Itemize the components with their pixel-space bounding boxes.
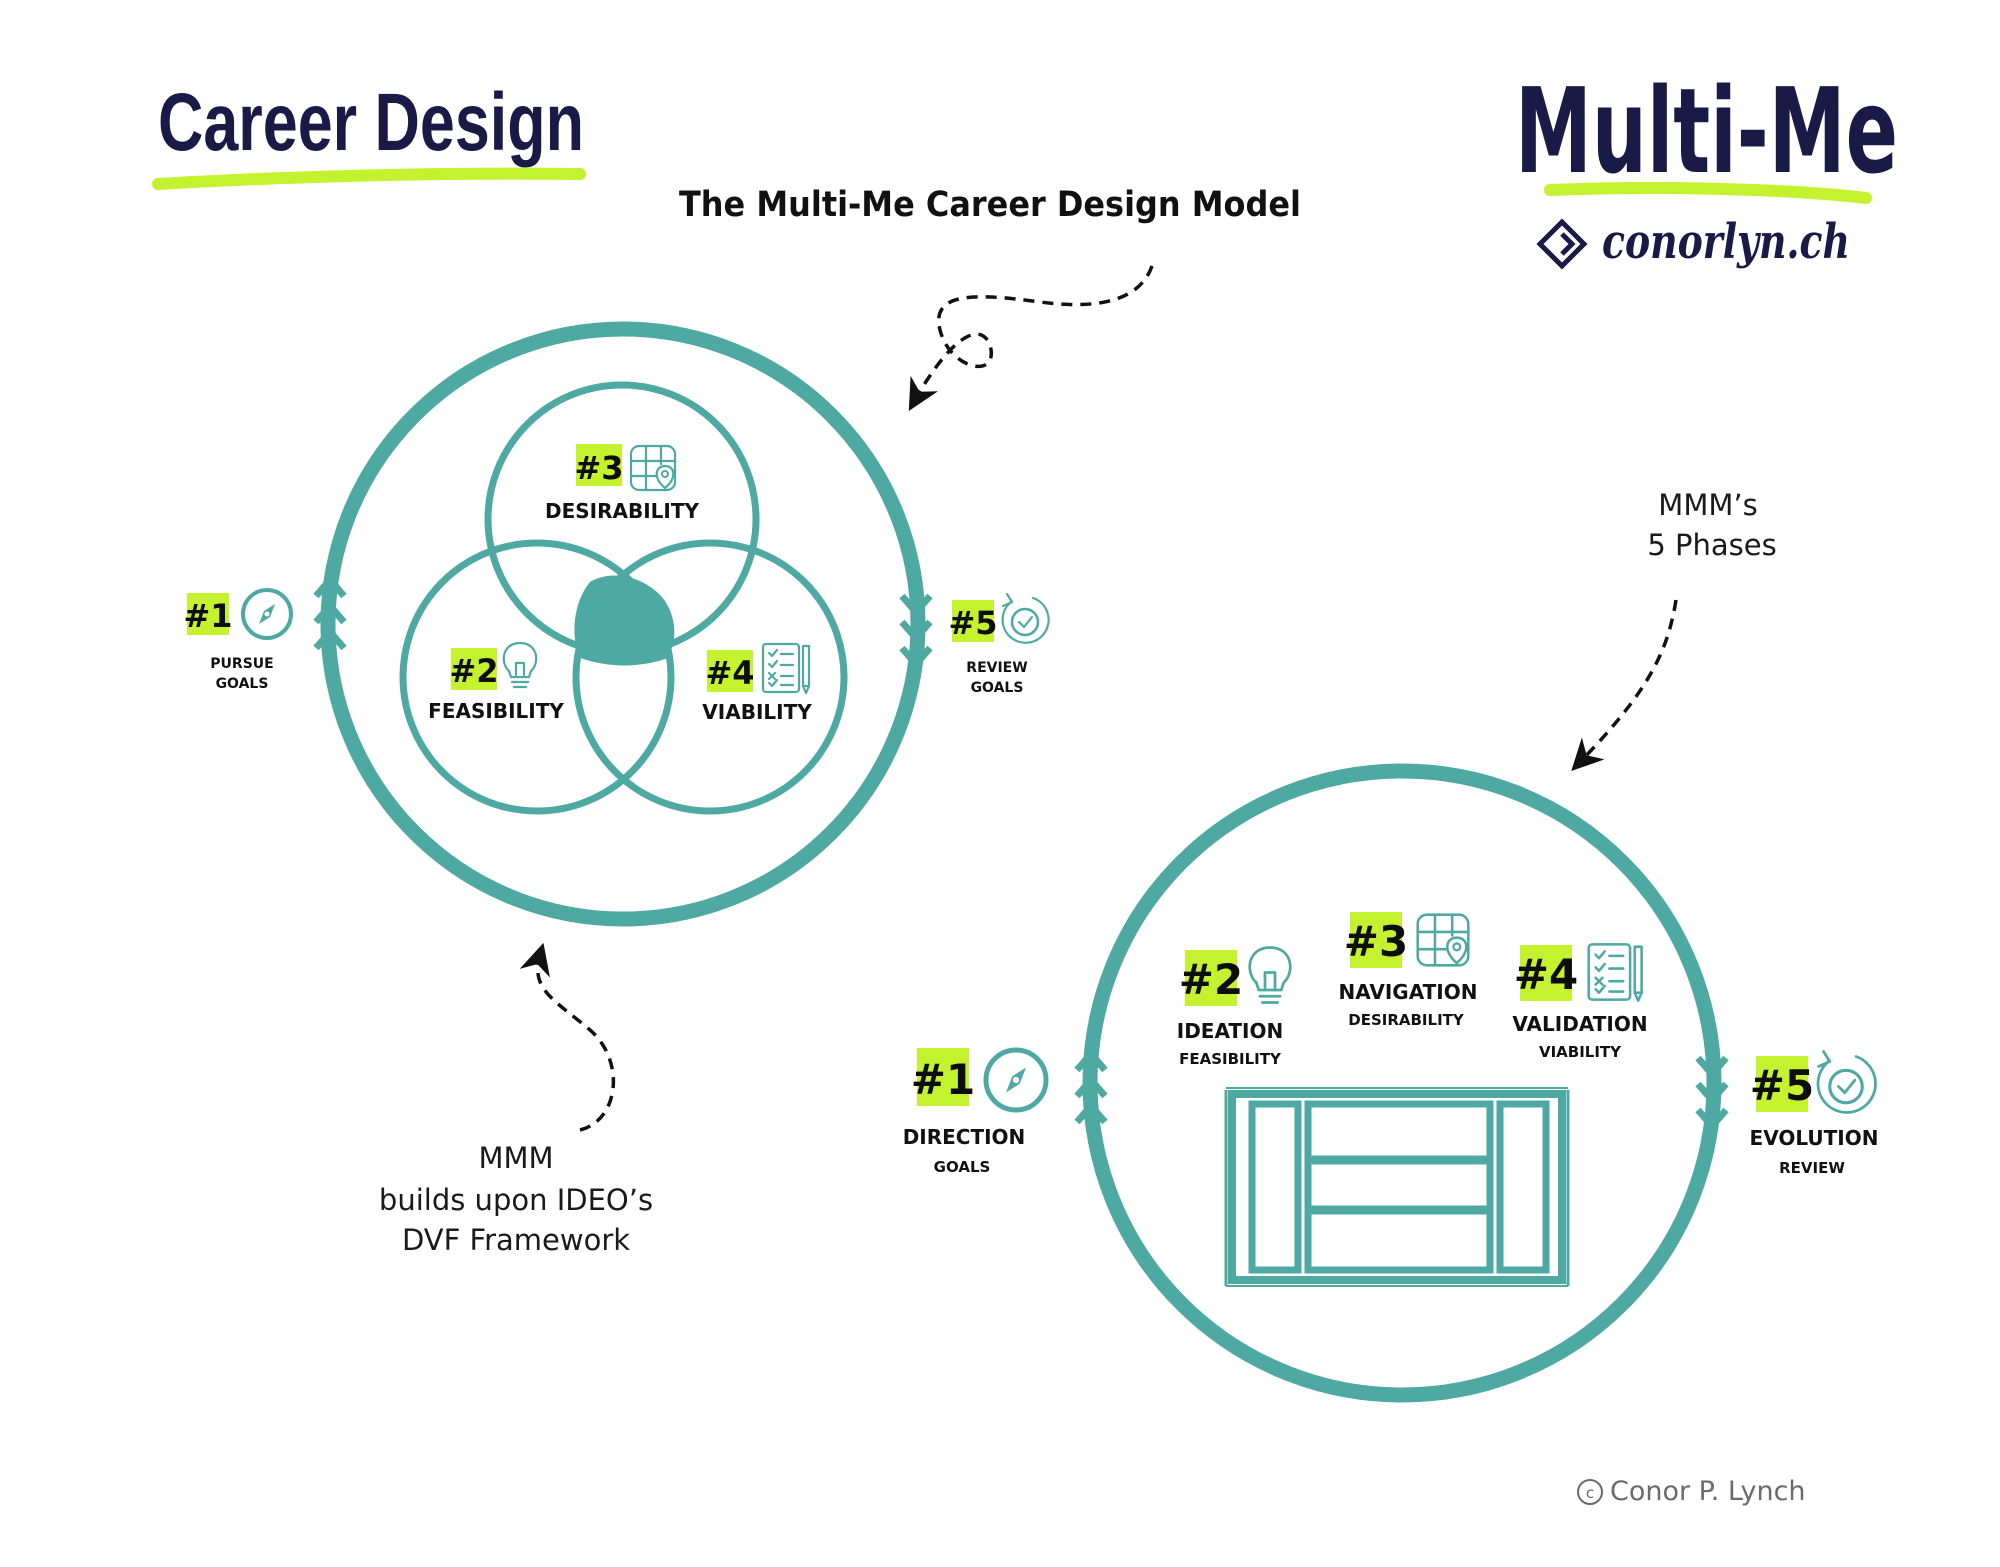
dvf-phase5-label2: GOALS	[971, 680, 1024, 696]
dvf-phase1-label2: GOALS	[216, 676, 269, 692]
feasibility-circle	[399, 539, 675, 815]
mmm-phase3-sub: DESIRABILITY	[1348, 1011, 1465, 1029]
mmm-phase1-sub: GOALS	[934, 1158, 991, 1176]
dvf-phase4-num: #4	[705, 654, 754, 692]
mmm-phase2-sub: FEASIBILITY	[1179, 1050, 1282, 1068]
dvf-phase3-num: #3	[574, 449, 623, 487]
copyright-icon: c	[1577, 1479, 1603, 1505]
mmm-phase4-label: VALIDATION	[1512, 1012, 1647, 1036]
map-pin-icon	[1416, 913, 1470, 967]
career-design-logo: Career Design	[152, 77, 586, 190]
mmm-phase5-label: EVOLUTION	[1750, 1126, 1879, 1150]
compass-icon	[986, 1050, 1046, 1110]
dashed-arrow-from-ideo	[519, 942, 616, 1132]
mmm-model: #1 DIRECTION GOALS #2 IDEATION FEASIBILI…	[903, 763, 1879, 1403]
viability-circle	[572, 539, 848, 815]
mmm-phase3-num: #3	[1344, 917, 1408, 966]
mmm-outer-cycle	[1082, 763, 1722, 1403]
dvf-phase2-num: #2	[449, 652, 498, 690]
dashed-arrow-to-mmm	[1571, 599, 1678, 772]
dashed-arrow-to-dvf	[908, 265, 1154, 411]
ideo-note-line3: DVF Framework	[402, 1223, 630, 1257]
mmm-phase1-label: DIRECTION	[903, 1125, 1026, 1149]
page-title: The Multi-Me Career Design Model	[679, 185, 1301, 225]
highlight-dvf-4	[707, 650, 753, 692]
svg-text:c: c	[1586, 1484, 1594, 1502]
mmm-phase4-num: #4	[1514, 950, 1578, 999]
checklist-icon	[761, 642, 811, 695]
dvf-phase1-num: #1	[183, 597, 232, 635]
mmm-phase3-label: NAVIGATION	[1339, 980, 1478, 1004]
cycle-chevrons-left	[313, 574, 347, 651]
career-design-title: Career Design	[158, 77, 584, 168]
mmm-phase1-num: #1	[911, 1055, 975, 1104]
phases-note-line2: 5 Phases	[1647, 528, 1776, 562]
ideo-note-line1: MMM	[478, 1141, 553, 1175]
highlight-mmm-3	[1350, 912, 1402, 968]
dvf-phase5-num: #5	[948, 604, 997, 642]
desirability-circle	[484, 381, 760, 657]
refresh-check-icon	[1816, 1049, 1878, 1115]
highlight-dvf-3	[576, 444, 622, 486]
refresh-check-icon	[1001, 592, 1050, 645]
mmm-phase5-sub: REVIEW	[1779, 1159, 1845, 1177]
copyright-text: Conor P. Lynch	[1610, 1476, 1806, 1507]
lightbulb-icon	[502, 641, 538, 689]
mmm-phase2-num: #2	[1179, 955, 1243, 1004]
framework-grid	[1224, 1087, 1570, 1287]
site-name: conorlyn.ch	[1602, 214, 1850, 270]
cycle-chevrons-right	[899, 593, 933, 670]
highlight-mmm-2	[1185, 950, 1237, 1006]
phases-note-line1: MMM’s	[1658, 488, 1757, 522]
mmm-phase4-sub: VIABILITY	[1539, 1043, 1622, 1061]
highlight-dvf-2	[451, 648, 497, 690]
cycle-chevrons-left	[1074, 1048, 1108, 1125]
dvf-outer-cycle	[320, 321, 926, 927]
dvf-model: #3 DESIRABILITY #2 FEASIBILITY #4 VIABIL…	[183, 321, 1050, 927]
cycle-chevrons-right	[1695, 1055, 1729, 1132]
highlight-mmm-4	[1520, 945, 1572, 1001]
ideo-note-line2: builds upon IDEO’s	[379, 1183, 653, 1217]
highlight-mmm-5	[1756, 1056, 1808, 1112]
diamond-logo-icon	[1536, 218, 1588, 270]
brand-title: Multi-Me	[1515, 62, 1898, 200]
map-pin-icon	[629, 444, 677, 492]
dvf-phase5-label1: REVIEW	[966, 660, 1027, 676]
dvf-phase3-label: DESIRABILITY	[545, 499, 700, 523]
mmm-phase5-num: #5	[1750, 1061, 1814, 1110]
dvf-phase2-label: FEASIBILITY	[428, 699, 564, 723]
checklist-icon	[1587, 943, 1643, 1003]
mmm-phase2-label: IDEATION	[1177, 1019, 1283, 1043]
compass-icon	[241, 588, 293, 640]
lightbulb-icon	[1248, 946, 1292, 1004]
multi-me-logo: Multi-Me	[1515, 62, 1898, 204]
dvf-phase1-label1: PURSUE	[210, 656, 273, 672]
highlight-dvf-5	[952, 600, 994, 642]
dvf-phase4-label: VIABILITY	[702, 700, 812, 724]
highlight-mmm-1	[917, 1048, 969, 1106]
highlight-dvf-1	[187, 593, 229, 635]
